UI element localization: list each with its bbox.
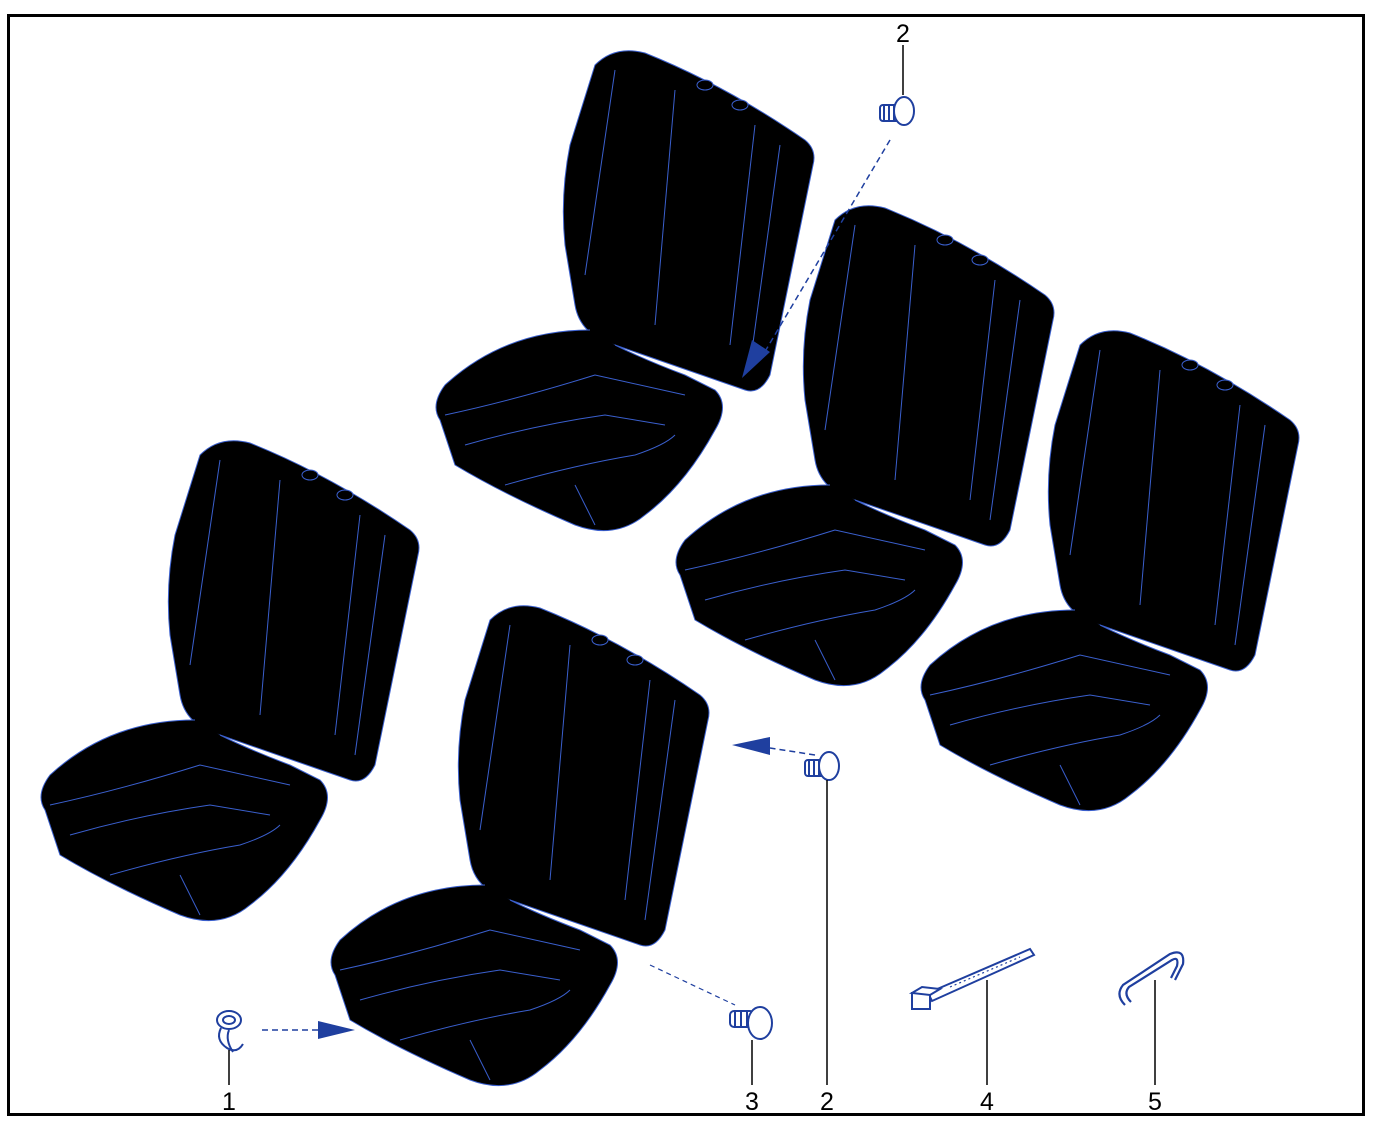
callout-2-top: 2	[896, 20, 910, 48]
bolt-icon	[879, 96, 915, 126]
clip-icon	[216, 1010, 244, 1053]
callout-3: 3	[745, 1088, 759, 1116]
callout-1: 1	[222, 1088, 236, 1116]
callout-4: 4	[980, 1088, 994, 1116]
cable-tie-icon	[908, 947, 1036, 1010]
callout-5: 5	[1148, 1088, 1162, 1116]
leader-pin	[649, 964, 736, 1006]
hook-icon	[1118, 951, 1185, 1006]
push-pin-icon	[729, 1006, 773, 1040]
seat-top-center	[435, 50, 815, 532]
callout-leaders	[228, 45, 1156, 1085]
arrowhead-top	[742, 340, 770, 378]
arrowhead-side	[732, 737, 770, 755]
bolt-icon	[804, 751, 840, 781]
arrowhead-clip	[318, 1021, 355, 1039]
arrow-top-bolt	[759, 139, 891, 361]
arrow-side-bolt	[769, 747, 816, 756]
callout-2-bottom: 2	[820, 1088, 834, 1116]
seat-left	[40, 440, 420, 922]
diagram-frame	[7, 14, 1365, 1116]
